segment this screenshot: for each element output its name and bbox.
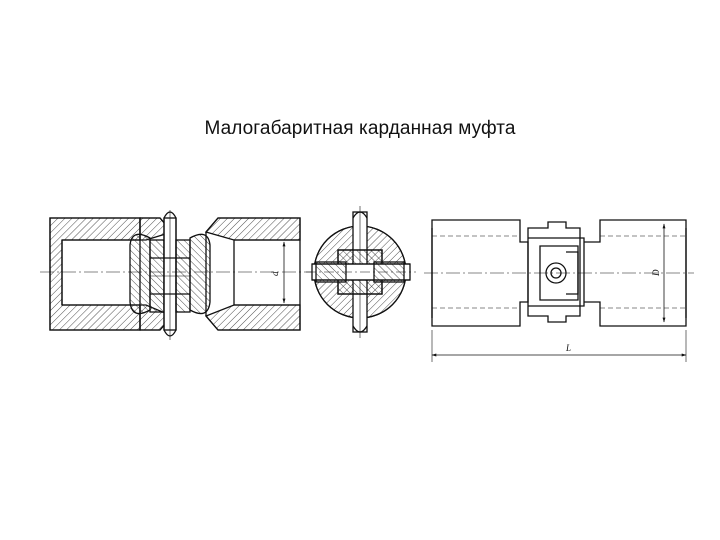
right-sleeve	[204, 217, 301, 331]
exterior-view	[424, 219, 694, 362]
cross-section-view	[306, 206, 416, 338]
overall-length-label: L	[565, 343, 571, 353]
outer-diameter-label: D	[651, 269, 661, 277]
section-view	[40, 210, 312, 340]
center-joint	[129, 210, 211, 340]
slide-title: Малогабаритная карданная муфта	[204, 118, 516, 139]
bore-diameter-label: d	[270, 271, 280, 276]
